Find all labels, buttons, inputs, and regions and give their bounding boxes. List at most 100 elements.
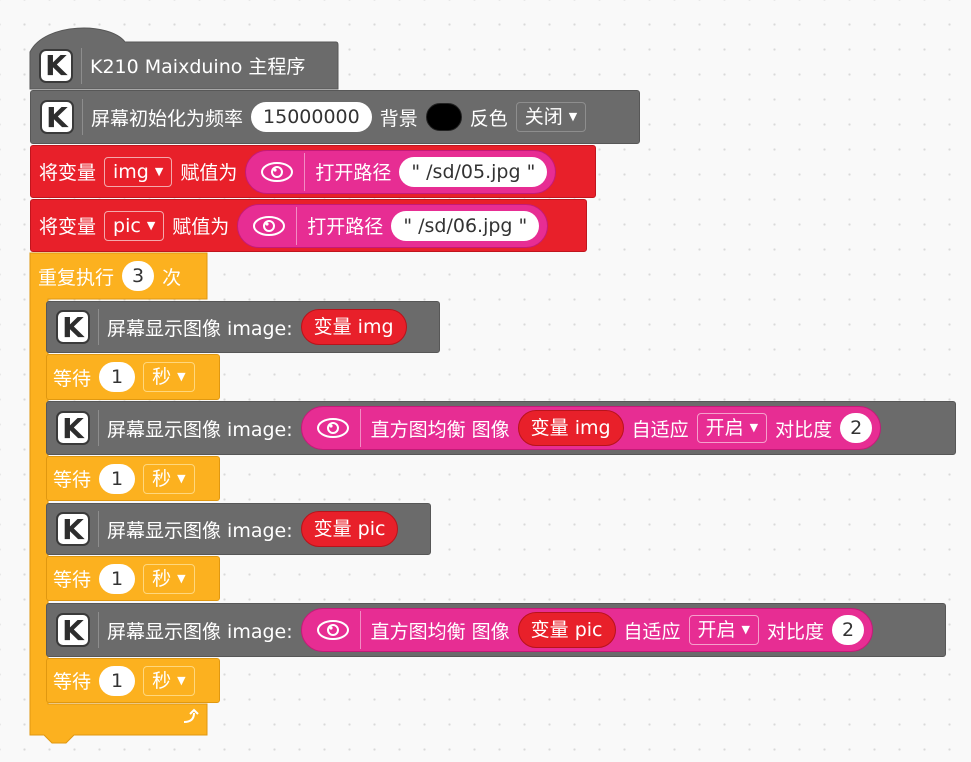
variable-pic-dropdown[interactable]: pic ▼ (104, 210, 165, 241)
wait-unit: 秒 (152, 467, 172, 490)
invert-label: 反色 (469, 107, 508, 130)
bg-label: 背景 (379, 107, 418, 130)
main-program-block[interactable]: K K210 Maixduino 主程序 (30, 42, 338, 89)
contrast-label: 对比度 (775, 418, 833, 441)
block-separator (359, 611, 361, 649)
repeat-count-input[interactable]: 3 (122, 261, 155, 291)
wait-label: 等待 (53, 367, 92, 390)
screen-init-label: 屏幕初始化为频率 (91, 107, 244, 130)
caret-down-icon: ▼ (154, 164, 164, 178)
adaptive-value: 开启 (697, 619, 736, 641)
variable-img-pill[interactable]: 变量 img (300, 309, 407, 345)
wait-unit-dropdown[interactable]: 秒 ▼ (143, 362, 195, 392)
wait-value-input[interactable]: 1 (99, 463, 136, 494)
adaptive-label: 自适应 (631, 418, 689, 441)
histeq-block[interactable]: 直方图均衡 图像 变量 img 自适应 开启 ▼ 对比度 2 (300, 406, 882, 450)
path-input[interactable]: " /sd/06.jpg " (391, 210, 540, 241)
show-image-block[interactable]: K 屏幕显示图像 image: 变量 img (46, 301, 440, 353)
wait-unit: 秒 (152, 366, 172, 388)
adaptive-dropdown[interactable]: 开启 ▼ (696, 413, 768, 443)
histeq-block[interactable]: 直方图均衡 图像 变量 pic 自适应 开启 ▼ 对比度 2 (300, 608, 874, 652)
eye-icon (253, 215, 286, 236)
path-input[interactable]: " /sd/05.jpg " (399, 156, 548, 187)
caret-down-icon: ▼ (146, 218, 156, 232)
block-separator (304, 152, 306, 191)
wait-block[interactable]: 等待 1 秒 ▼ (46, 354, 220, 400)
eye-icon (316, 620, 349, 640)
histeq-label: 直方图均衡 图像 (370, 418, 510, 441)
show-histeq-block[interactable]: K 屏幕显示图像 image: 直方图均衡 图像 变量 pic 自适应 开启 ▼… (46, 603, 946, 657)
eye-icon (316, 418, 349, 438)
wait-label: 等待 (53, 569, 92, 591)
wait-value-input[interactable]: 1 (99, 665, 136, 696)
frequency-input[interactable]: 15000000 (251, 102, 372, 132)
assign-prefix-label: 将变量 (39, 216, 97, 238)
assign-label: 赋值为 (172, 216, 230, 238)
wait-unit: 秒 (152, 567, 172, 590)
caret-down-icon: ▼ (177, 370, 186, 383)
open-path-block[interactable]: 打开路径 " /sd/06.jpg " (237, 203, 549, 248)
block-separator (81, 47, 82, 84)
assign-label: 赋值为 (180, 162, 238, 184)
caret-down-icon: ▼ (749, 421, 759, 434)
assign-img-block[interactable]: 将变量 img ▼ 赋值为 打开路径 " /sd/05.jpg " (30, 145, 596, 198)
k210-k-icon: K (56, 512, 90, 546)
k210-k-icon: K (56, 613, 90, 647)
show-image-label: 屏幕显示图像 image: (107, 620, 293, 643)
wait-unit-dropdown[interactable]: 秒 ▼ (143, 463, 195, 494)
wait-block[interactable]: 等待 1 秒 ▼ (46, 658, 220, 703)
variable-pic-pill[interactable]: 变量 pic (517, 612, 616, 648)
contrast-label: 对比度 (767, 620, 825, 643)
wait-value-input[interactable]: 1 (99, 362, 136, 392)
open-path-label: 打开路径 (307, 216, 384, 238)
main-program-label: K210 Maixduino 主程序 (90, 56, 306, 78)
bg-color-picker[interactable] (425, 103, 462, 131)
repeat-block[interactable]: 重复执行 3 次 (30, 253, 207, 299)
show-image-label: 屏幕显示图像 image: (107, 317, 293, 340)
variable-img-dropdown[interactable]: img ▼ (104, 156, 173, 187)
caret-down-icon: ▼ (177, 471, 186, 485)
block-separator (98, 612, 99, 648)
wait-block[interactable]: 等待 1 秒 ▼ (46, 456, 220, 501)
block-separator (98, 511, 99, 547)
wait-unit-dropdown[interactable]: 秒 ▼ (143, 563, 195, 594)
block-separator (82, 99, 83, 135)
block-separator (98, 410, 99, 446)
caret-down-icon: ▼ (177, 571, 186, 585)
invert-value: 关闭 (524, 106, 563, 128)
show-image-label: 屏幕显示图像 image: (107, 519, 293, 542)
screen-init-block[interactable]: K 屏幕初始化为频率 15000000 背景 反色 关闭 ▼ (30, 90, 640, 144)
variable-name: pic (113, 214, 141, 237)
k210-k-icon: K (56, 411, 90, 445)
variable-pic-pill[interactable]: 变量 pic (300, 511, 399, 547)
variable-name: img (113, 160, 149, 183)
caret-down-icon: ▼ (568, 110, 578, 123)
open-path-label: 打开路径 (315, 162, 392, 184)
assign-prefix-label: 将变量 (39, 162, 97, 184)
show-image-block[interactable]: K 屏幕显示图像 image: 变量 pic (46, 503, 431, 555)
wait-value-input[interactable]: 1 (99, 563, 136, 594)
variable-img-pill[interactable]: 变量 img (517, 410, 624, 446)
caret-down-icon: ▼ (741, 623, 750, 636)
repeat-label: 重复执行 (38, 266, 115, 289)
open-path-block[interactable]: 打开路径 " /sd/05.jpg " (245, 149, 557, 194)
adaptive-dropdown[interactable]: 开启 ▼ (688, 615, 759, 645)
k210-k-icon: K (56, 310, 90, 344)
adaptive-label: 自适应 (623, 620, 681, 643)
invert-dropdown[interactable]: 关闭 ▼ (515, 102, 587, 132)
assign-pic-block[interactable]: 将变量 pic ▼ 赋值为 打开路径 " /sd/06.jpg " (30, 199, 587, 252)
block-separator (98, 309, 99, 345)
wait-block[interactable]: 等待 1 秒 ▼ (46, 556, 220, 601)
k210-k-icon: K (40, 100, 74, 134)
show-histeq-block[interactable]: K 屏幕显示图像 image: 直方图均衡 图像 变量 img 自适应 开启 ▼… (46, 401, 956, 455)
block-separator (359, 409, 361, 447)
adaptive-value: 开启 (705, 417, 744, 439)
show-image-label: 屏幕显示图像 image: (107, 418, 293, 441)
wait-label: 等待 (53, 469, 92, 491)
wait-unit-dropdown[interactable]: 秒 ▼ (143, 665, 195, 696)
eye-icon (261, 161, 294, 182)
contrast-input[interactable]: 2 (840, 413, 873, 443)
k210-k-icon: K (39, 48, 73, 83)
contrast-input[interactable]: 2 (832, 615, 865, 645)
